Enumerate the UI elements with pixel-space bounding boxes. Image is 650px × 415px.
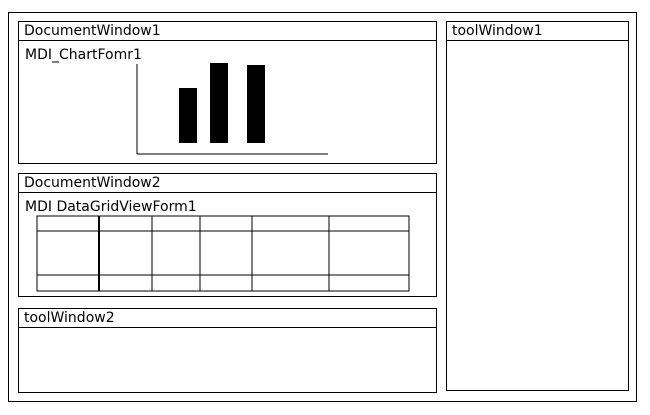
main-frame (8, 12, 637, 402)
document-window-2-title[interactable]: DocumentWindow2 (19, 174, 436, 193)
tool-window-1[interactable]: toolWindow1 (446, 21, 629, 391)
data-grid[interactable] (19, 174, 436, 296)
document-window-1[interactable]: DocumentWindow1 MDI_ChartFomr1 (18, 21, 437, 164)
datagrid-form-label: MDI DataGridViewForm1 (25, 199, 197, 215)
tool-window-1-title[interactable]: toolWindow1 (447, 22, 628, 41)
bar-chart (136, 63, 328, 155)
document-window-2[interactable]: DocumentWindow2 MDI DataGridViewForm1 (18, 173, 437, 297)
chart-form-label: MDI_ChartFomr1 (25, 47, 142, 63)
grid-border (36, 215, 410, 292)
chart-bar (247, 65, 265, 143)
tool-window-2[interactable]: toolWindow2 (18, 308, 437, 393)
chart-bar (179, 88, 197, 143)
document-window-1-title[interactable]: DocumentWindow1 (19, 22, 436, 41)
chart-bar (210, 63, 228, 143)
tool-window-2-title[interactable]: toolWindow2 (19, 309, 436, 328)
